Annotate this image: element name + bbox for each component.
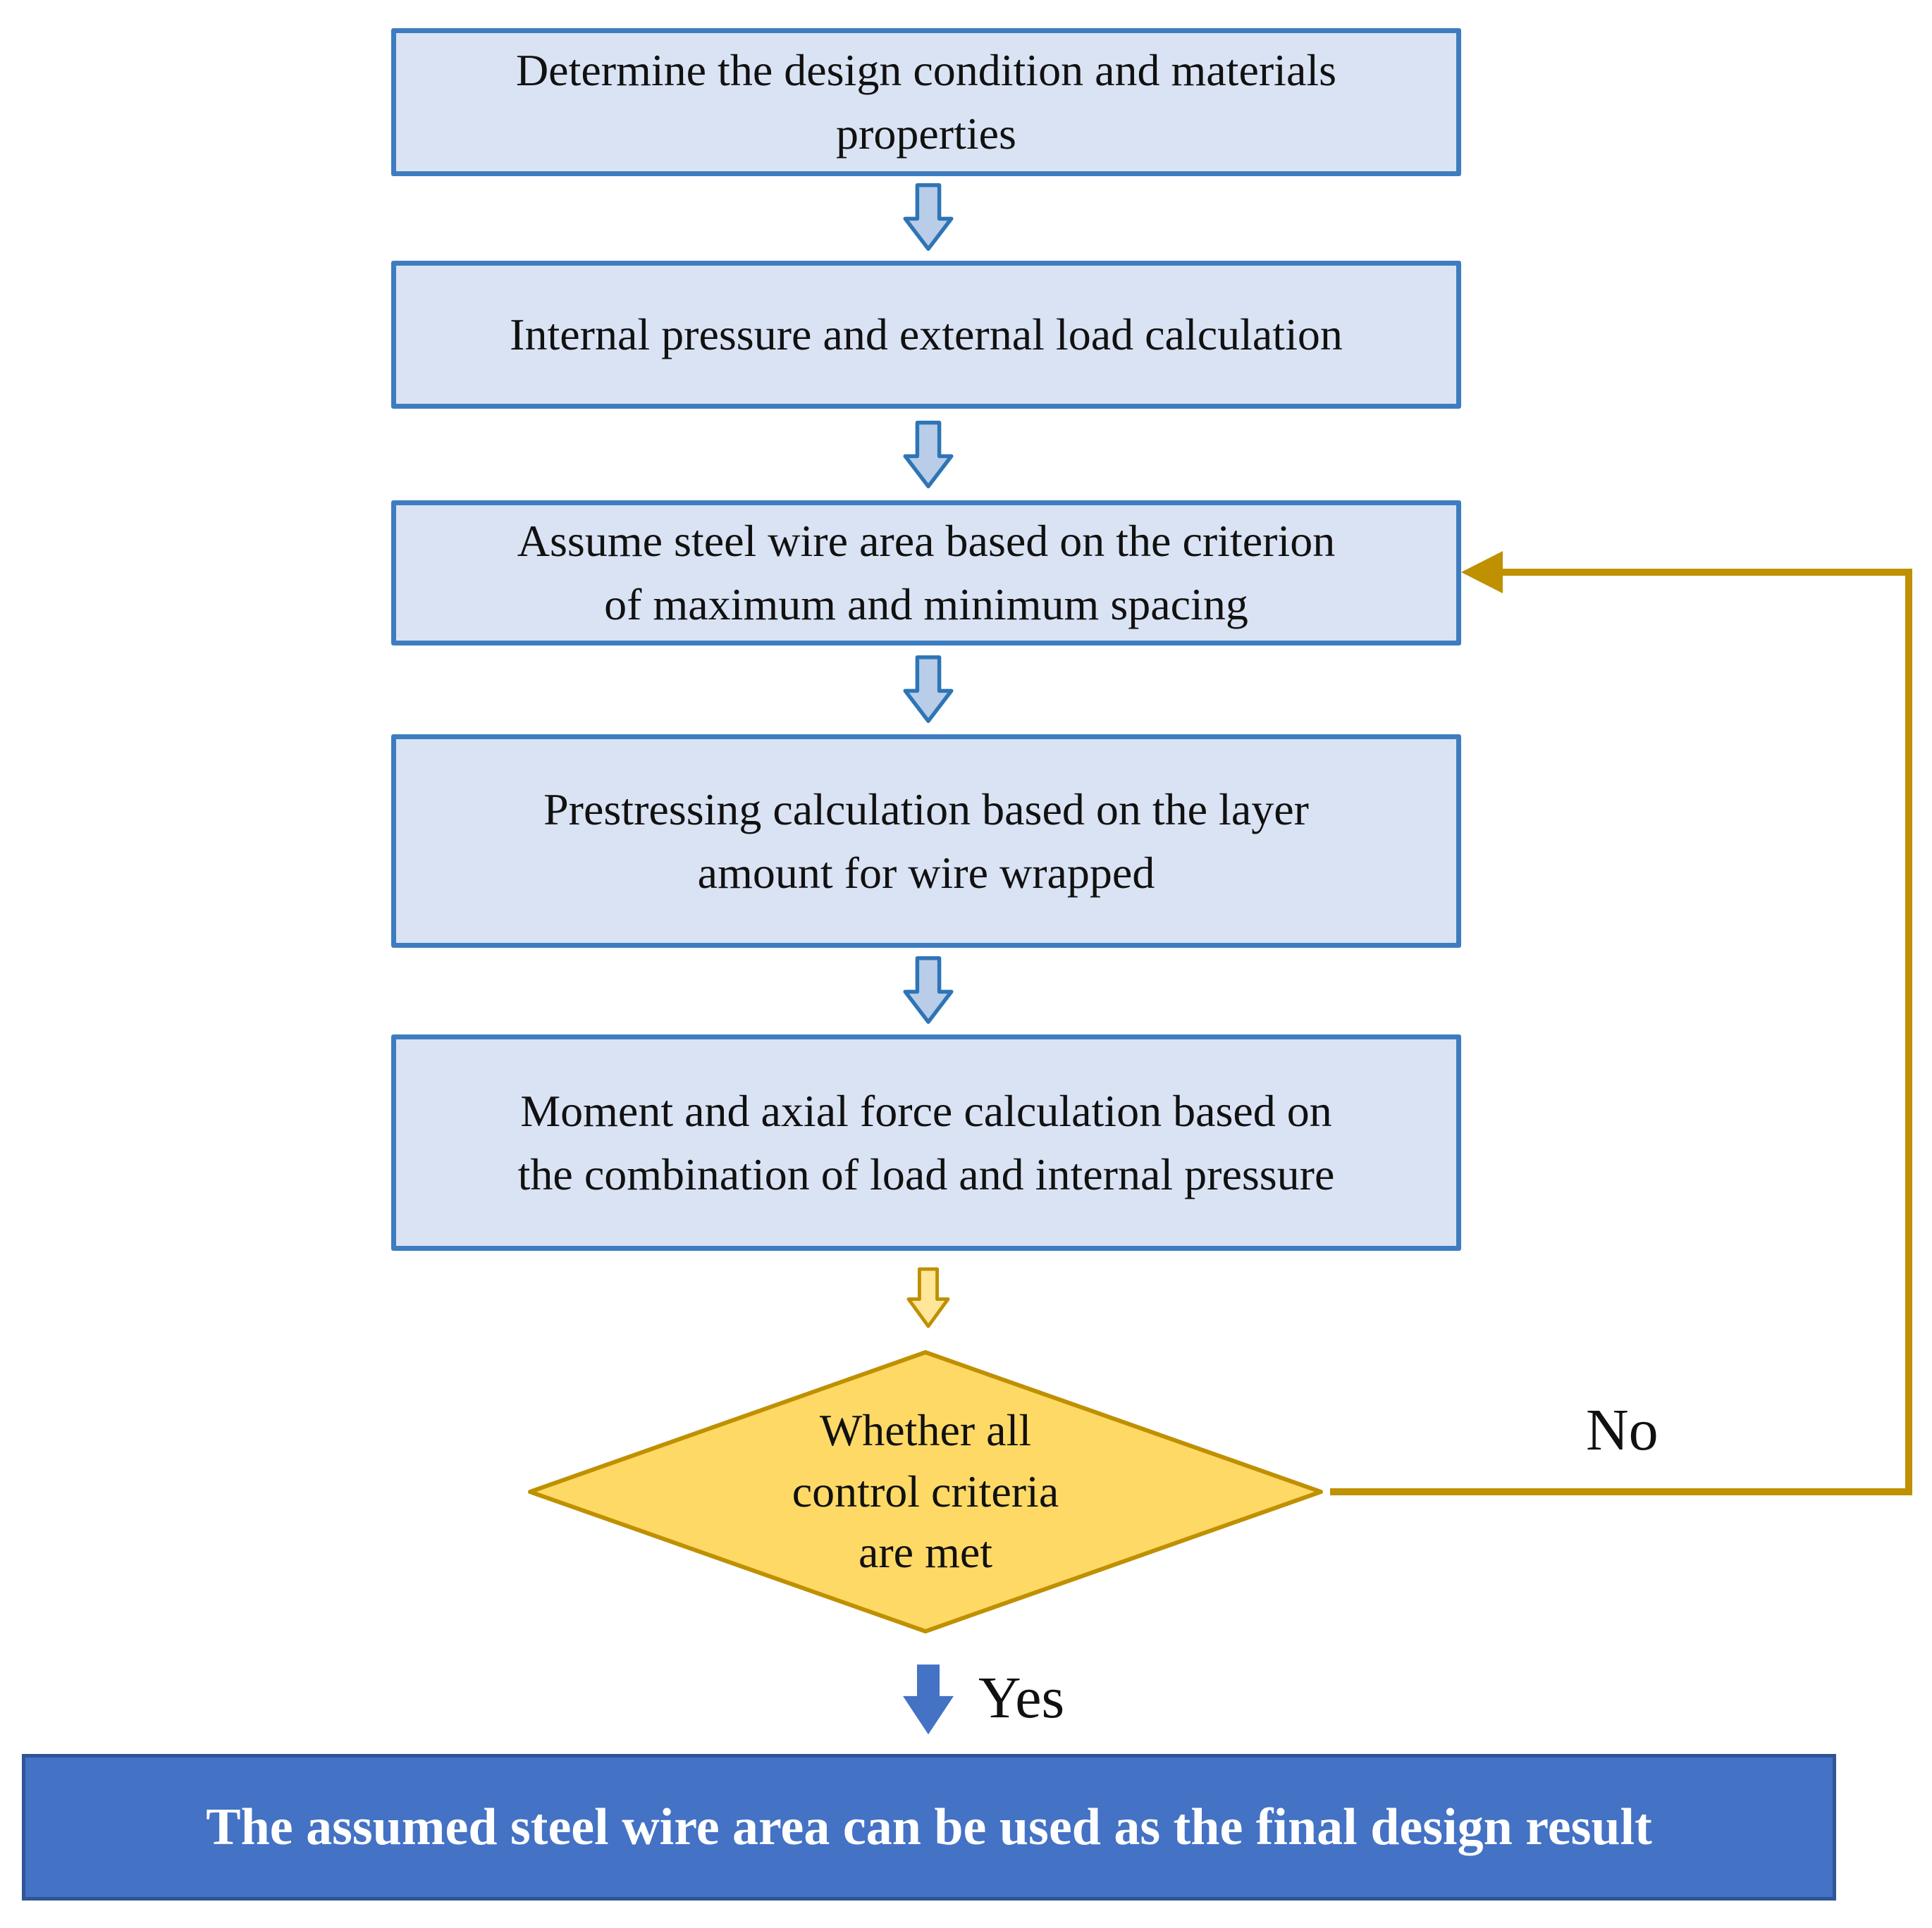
no-label: No — [1586, 1397, 1659, 1463]
no-loop-connector — [1330, 551, 1912, 1495]
result-banner: The assumed steel wire area can be used … — [22, 1754, 1836, 1901]
process-box-assume-wire-area: Assume steel wire area based on the crit… — [391, 500, 1461, 645]
yes-arrow-icon — [903, 1664, 954, 1735]
yes-label: Yes — [978, 1665, 1065, 1731]
down-arrow-icon — [903, 421, 954, 488]
decision-label: Whether all control criteria are met — [792, 1405, 1059, 1578]
diamond-shape-icon — [528, 1350, 1323, 1633]
down-arrow-icon — [903, 956, 954, 1024]
process-box-load-calculation: Internal pressure and external load calc… — [391, 261, 1461, 409]
process-box-moment-axial-force: Moment and axial force calculation based… — [391, 1034, 1461, 1251]
process-box-design-condition: Determine the design condition and mater… — [391, 28, 1461, 176]
down-arrow-yellow-icon — [906, 1267, 950, 1328]
decision-diamond: Whether all control criteria are met — [526, 1349, 1325, 1634]
down-arrow-icon — [903, 183, 954, 251]
process-box-prestressing-calculation: Prestressing calculation based on the la… — [391, 734, 1461, 948]
down-arrow-icon — [903, 655, 954, 723]
